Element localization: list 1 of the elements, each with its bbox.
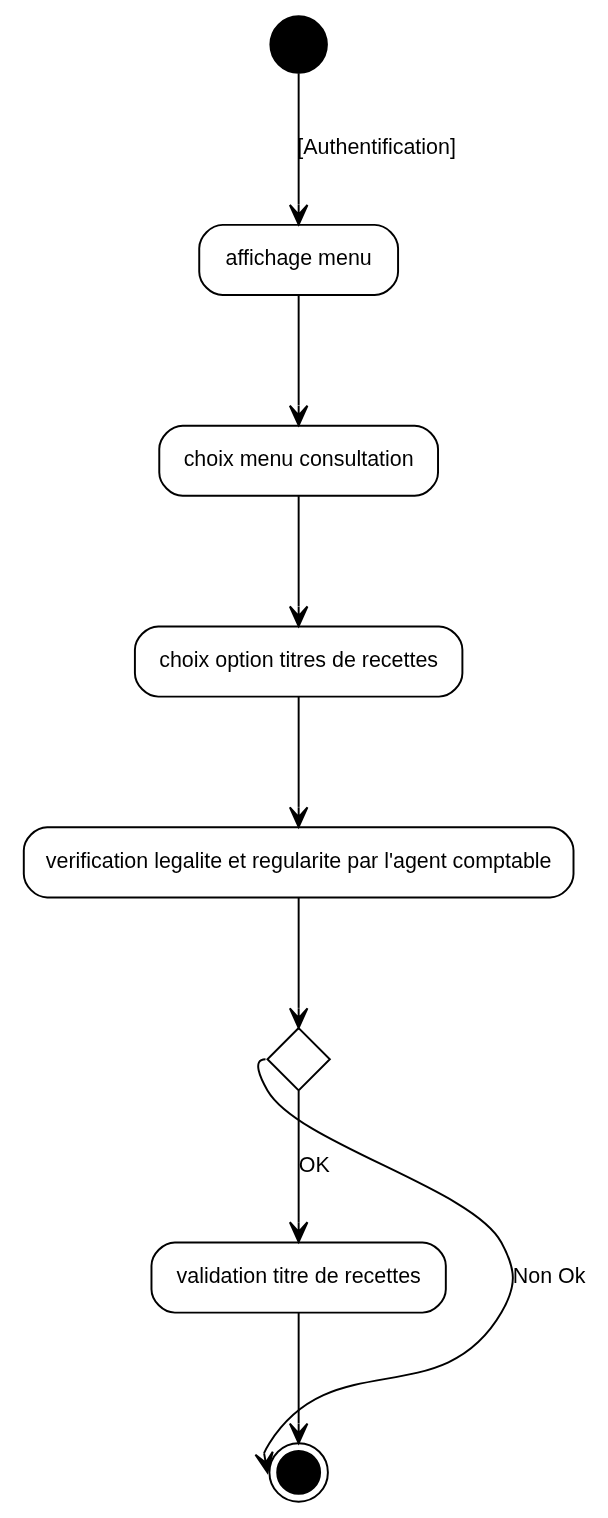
edge-label: Non Ok [512,1263,585,1288]
